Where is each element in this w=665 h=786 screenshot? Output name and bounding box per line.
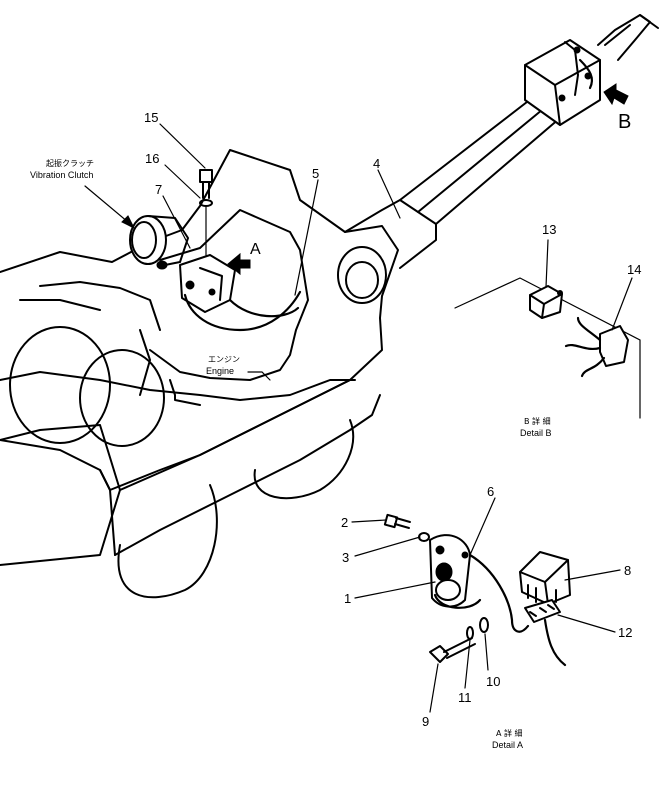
detail-a-label-jp: A 詳 細 <box>496 728 523 738</box>
view-letter-a: A <box>250 241 261 258</box>
engine-label-jp: エンジン <box>208 355 240 364</box>
callout-10: 10 <box>486 674 500 689</box>
control-lever <box>337 14 659 304</box>
callout-16: 16 <box>145 151 159 166</box>
vibration-clutch-label-en: Vibration Clutch <box>30 170 93 180</box>
callout-1: 1 <box>344 591 351 606</box>
view-arrow-b <box>603 83 629 106</box>
vibration-clutch-label-jp: 起振クラッチ <box>46 158 94 168</box>
callout-7: 7 <box>155 182 162 197</box>
callout-13: 13 <box>542 222 556 237</box>
callout-3: 3 <box>342 550 349 565</box>
callout-6: 6 <box>487 484 494 499</box>
callout-4: 4 <box>373 156 380 171</box>
detail-b-label-en: Detail B <box>520 428 552 438</box>
detail-b-panel <box>454 277 641 419</box>
leader-lines <box>84 123 633 713</box>
engine-label-en: Engine <box>206 366 234 376</box>
callout-2: 2 <box>341 515 348 530</box>
callout-9: 9 <box>422 714 429 729</box>
solenoid-bracket <box>179 169 302 332</box>
callout-12: 12 <box>618 625 632 640</box>
callout-5: 5 <box>312 166 319 181</box>
callout-8: 8 <box>624 563 631 578</box>
detail-a-label-en: Detail A <box>492 740 523 750</box>
callout-14: 14 <box>627 262 641 277</box>
vibration-clutch <box>129 215 189 270</box>
callout-11: 11 <box>458 690 472 705</box>
detail-a-panel <box>383 513 571 667</box>
view-arrow-a <box>227 252 251 276</box>
view-letter-b: B <box>618 111 631 133</box>
callout-15: 15 <box>144 110 158 125</box>
detail-b-label-jp: B 詳 細 <box>524 416 551 426</box>
machine-body <box>0 149 399 599</box>
